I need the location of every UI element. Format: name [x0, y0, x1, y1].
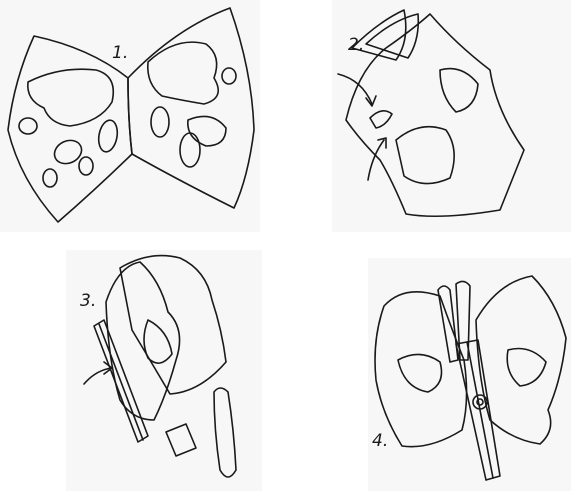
step-4-label: 4. — [372, 431, 388, 451]
step-3-label: 3. — [80, 291, 96, 311]
step-1-label: 1. — [112, 43, 128, 63]
step-1-panel: 1. — [0, 0, 260, 232]
step-4-panel: 4. — [368, 258, 571, 491]
step-2-label: 2. — [348, 35, 364, 55]
step-3-panel: 3. — [66, 250, 262, 491]
step-2-panel: 2. — [332, 0, 571, 232]
